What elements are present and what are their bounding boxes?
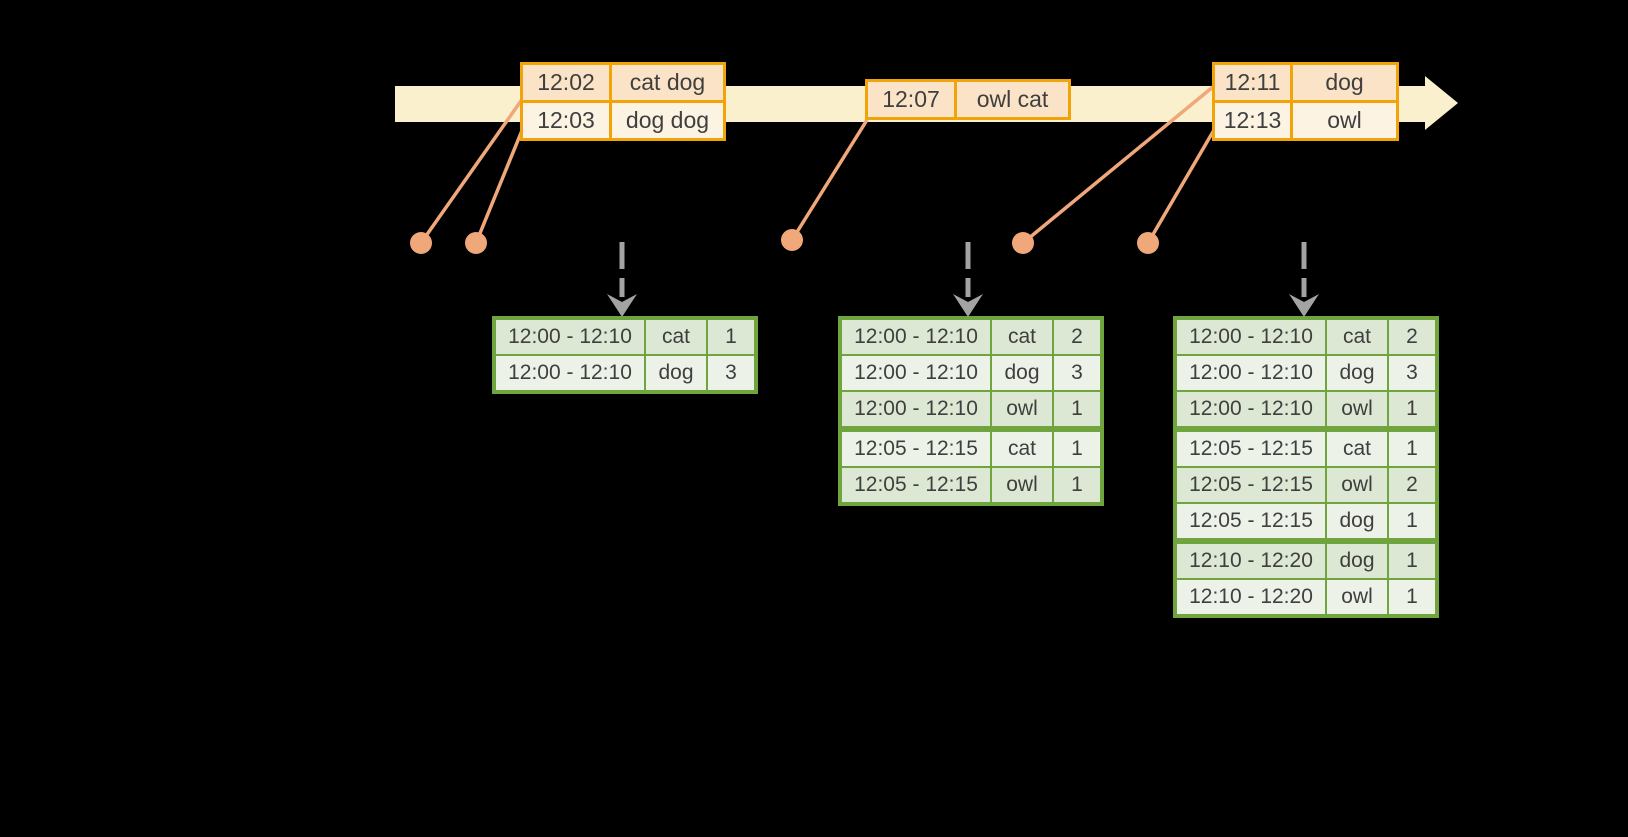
window-cell: 12:00 - 12:10 (1177, 356, 1325, 390)
word-cell: owl (990, 392, 1052, 426)
event-connector-line (474, 127, 525, 244)
word-cell: owl (1325, 392, 1387, 426)
window-cell: 12:00 - 12:10 (496, 356, 644, 390)
timeline-arrowhead-icon (1425, 76, 1458, 130)
event-connector-line (1146, 129, 1216, 244)
event-dot-icon (465, 232, 487, 254)
event-words-cell: owl (1290, 103, 1396, 138)
count-cell: 2 (1387, 320, 1435, 354)
word-cell: dog (1325, 544, 1387, 578)
word-cell: owl (1325, 580, 1387, 614)
event-words-cell: dog dog (609, 103, 723, 138)
count-cell: 1 (1387, 432, 1435, 466)
word-cell: cat (990, 320, 1052, 354)
count-cell: 1 (1387, 504, 1435, 538)
count-cell: 2 (1387, 468, 1435, 502)
event-connector-line (1021, 84, 1216, 245)
word-cell: dog (1325, 504, 1387, 538)
event-words-cell: owl cat (954, 82, 1068, 117)
window-cell: 12:05 - 12:15 (842, 432, 990, 466)
word-cell: dog (644, 356, 706, 390)
word-cell: owl (1325, 468, 1387, 502)
count-cell: 1 (1052, 432, 1100, 466)
window-cell: 12:05 - 12:15 (1177, 504, 1325, 538)
count-cell: 1 (1052, 392, 1100, 426)
window-cell: 12:00 - 12:10 (496, 320, 644, 354)
event-words-cell: dog (1290, 65, 1396, 100)
event-time-cell: 12:07 (868, 82, 954, 117)
event-dot-icon (410, 232, 432, 254)
count-cell: 3 (1052, 356, 1100, 390)
window-cell: 12:05 - 12:15 (1177, 468, 1325, 502)
down-arrowhead-icon (953, 294, 983, 317)
event-words-cell: cat dog (609, 65, 723, 100)
event-time-cell: 12:02 (523, 65, 609, 100)
window-cell: 12:00 - 12:10 (842, 392, 990, 426)
count-cell: 1 (1387, 580, 1435, 614)
window-cell: 12:05 - 12:15 (842, 468, 990, 502)
count-cell: 1 (1387, 392, 1435, 426)
count-cell: 3 (706, 356, 754, 390)
count-cell: 3 (1387, 356, 1435, 390)
down-arrowhead-icon (607, 294, 637, 317)
event-dot-icon (1012, 232, 1034, 254)
window-cell: 12:00 - 12:10 (842, 320, 990, 354)
event-connector-lines (419, 84, 1216, 245)
count-cell: 2 (1052, 320, 1100, 354)
event-dot-icon (781, 229, 803, 251)
window-cell: 12:00 - 12:10 (842, 356, 990, 390)
window-cell: 12:00 - 12:10 (1177, 392, 1325, 426)
trigger-arrowheads (607, 294, 1319, 317)
event-time-cell: 12:13 (1215, 103, 1290, 138)
trigger-arrows (619, 242, 1307, 297)
count-cell: 1 (1387, 544, 1435, 578)
word-cell: cat (644, 320, 706, 354)
event-connector-line (419, 96, 525, 245)
count-cell: 1 (706, 320, 754, 354)
event-dot-icon (1137, 232, 1159, 254)
window-cell: 12:00 - 12:10 (1177, 320, 1325, 354)
word-cell: cat (990, 432, 1052, 466)
word-cell: cat (1325, 320, 1387, 354)
word-cell: dog (1325, 356, 1387, 390)
window-cell: 12:10 - 12:20 (1177, 544, 1325, 578)
word-cell: cat (1325, 432, 1387, 466)
event-time-cell: 12:03 (523, 103, 609, 138)
word-cell: owl (990, 468, 1052, 502)
event-time-cell: 12:11 (1215, 65, 1290, 100)
window-cell: 12:05 - 12:15 (1177, 432, 1325, 466)
word-cell: dog (990, 356, 1052, 390)
event-dots (410, 229, 1159, 254)
window-cell: 12:10 - 12:20 (1177, 580, 1325, 614)
event-connector-line (790, 119, 869, 241)
count-cell: 1 (1052, 468, 1100, 502)
down-arrowhead-icon (1289, 294, 1319, 317)
